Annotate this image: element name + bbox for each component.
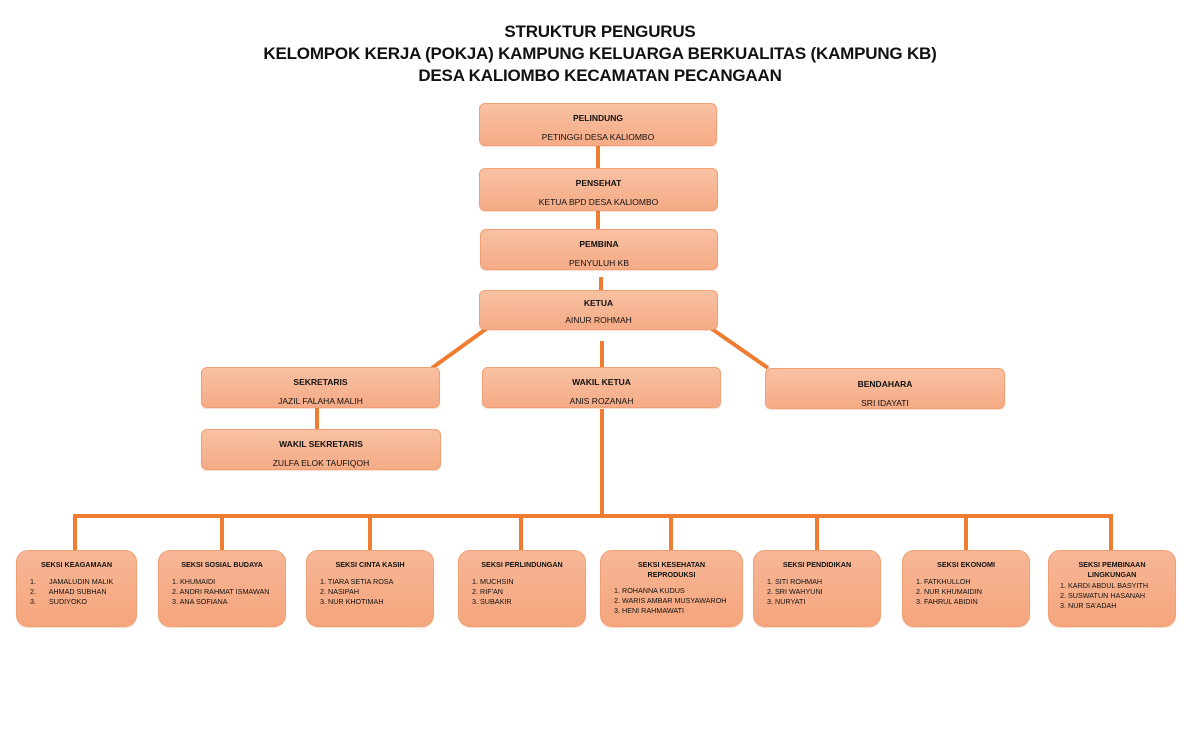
member-item: 2. SUSWATUN HASANAH	[1060, 591, 1146, 600]
member-list: 1. KHUMAIDI 2. ANDRI RAHMAT ISMAWAN 3. A…	[159, 577, 285, 607]
wakil-ketua-box: WAKIL KETUA ANIS ROZANAH	[482, 367, 721, 408]
member-item: 1. KHUMAIDI	[172, 577, 216, 586]
member-item: 1. SITI ROHMAH	[767, 577, 823, 586]
member-list: 1. FATKHULLOH 2. NUR KHUMAIDIN 3. FAHRUL…	[903, 577, 1029, 607]
member-item: 1. ROHANNA KUDUS	[614, 586, 685, 595]
member-item: 2. AHMAD SUBHAN	[30, 587, 107, 596]
member-item: 1. MUCHSIN	[472, 577, 514, 586]
member-list: 1. ROHANNA KUDUS 2. WARIS AMBAR MUSYAWAR…	[601, 586, 742, 616]
seksi-cinta-kasih: SEKSI CINTA KASIH 1. TIARA SETIA ROSA 2.…	[306, 550, 434, 627]
sekretaris-box: SEKRETARIS JAZIL FALAHA MALIH	[201, 367, 440, 408]
ketua-role: KETUA	[583, 298, 614, 308]
member-list: 1. TIARA SETIA ROSA 2. NASIPAH 3. NUR KH…	[307, 577, 433, 607]
seksi-keagamaan: SEKSI KEAGAMAAN 1. JAMALUDIN MALIK 2. AH…	[16, 550, 137, 627]
chart-title: STRUKTUR PENGURUS	[504, 22, 696, 41]
wakil-sekretaris-role: WAKIL SEKRETARIS	[279, 439, 363, 449]
bendahara-box: BENDAHARA SRI IDAYATI	[765, 368, 1005, 409]
member-item: 1. FATKHULLOH	[916, 577, 971, 586]
member-item: 1. KARDI ABDUL BASYITH	[1060, 581, 1149, 590]
member-item: 3. NUR KHOTIMAH	[320, 597, 384, 606]
ketua-box: KETUA AINUR ROHMAH	[479, 290, 718, 330]
chart-subtitle: KELOMPOK KERJA (POKJA) KAMPUNG KELUARGA …	[263, 44, 937, 63]
connector-section-bus	[73, 514, 1113, 552]
pelindung-name: PETINGGI DESA KALIOMBO	[541, 132, 655, 142]
sekretaris-role: SEKRETARIS	[293, 377, 348, 387]
member-list: 1. SITI ROHMAH 2. SRI WAHYUNI 3. NURYATI	[754, 577, 880, 607]
member-item: 2. ANDRI RAHMAT ISMAWAN	[172, 587, 270, 596]
seksi-title: SEKSI PEMBINAAN LINGKUNGAN	[1078, 560, 1146, 579]
sekretaris-name: JAZIL FALAHA MALIH	[278, 396, 363, 406]
seksi-title: SEKSI SOSIAL BUDAYA	[181, 560, 263, 569]
seksi-title: SEKSI EKONOMI	[937, 560, 995, 569]
seksi-title: SEKSI KEAGAMAAN	[40, 560, 113, 569]
pembina-name: PENYULUH KB	[569, 258, 629, 268]
pembina-box: PEMBINA PENYULUH KB	[480, 229, 718, 270]
pensehat-name: KETUA BPD DESA KALIOMBO	[538, 197, 659, 207]
member-item: 3. ANA SOFIANA	[172, 597, 228, 606]
connector-ketua-sekretaris	[430, 327, 488, 370]
member-item: 1. JAMALUDIN MALIK	[30, 577, 114, 586]
seksi-perlindungan: SEKSI PERLINDUNGAN 1. MUCHSIN 2. RIF'AN …	[458, 550, 586, 627]
member-list: 1. MUCHSIN 2. RIF'AN 3. SUBAKIR	[459, 577, 585, 607]
member-item: 2. NUR KHUMAIDIN	[916, 587, 982, 596]
member-item: 3. SUDIYOKO	[30, 597, 87, 606]
pembina-role: PEMBINA	[579, 239, 619, 249]
member-item: 1. TIARA SETIA ROSA	[320, 577, 394, 586]
connector-ketua-bendahara	[710, 327, 770, 370]
seksi-pendidikan: SEKSI PENDIDIKAN 1. SITI ROHMAH 2. SRI W…	[753, 550, 881, 627]
chart-location: DESA KALIOMBO KECAMATAN PECANGAAN	[418, 66, 782, 85]
wakil-sekretaris-box: WAKIL SEKRETARIS ZULFA ELOK TAUFIQOH	[201, 429, 441, 470]
pelindung-role: PELINDUNG	[572, 113, 624, 123]
seksi-title: SEKSI PENDIDIKAN	[782, 560, 852, 569]
pensehat-role: PENSEHAT	[575, 178, 622, 188]
pensehat-box: PENSEHAT KETUA BPD DESA KALIOMBO	[479, 168, 718, 211]
member-item: 3. SUBAKIR	[472, 597, 512, 606]
member-item: 3. NUR SA'ADAH	[1060, 601, 1117, 610]
wakil-ketua-role: WAKIL KETUA	[572, 377, 631, 387]
bendahara-role: BENDAHARA	[857, 379, 913, 389]
seksi-title: SEKSI PERLINDUNGAN	[481, 560, 563, 569]
seksi-sosial-budaya: SEKSI SOSIAL BUDAYA 1. KHUMAIDI 2. ANDRI…	[158, 550, 286, 627]
member-item: 3. FAHRUL ABIDIN	[916, 597, 978, 606]
member-list: 1. KARDI ABDUL BASYITH 2. SUSWATUN HASAN…	[1049, 581, 1175, 611]
seksi-kesehatan-reproduksi: SEKSI KESEHATAN REPRODUKSI 1. ROHANNA KU…	[600, 550, 743, 627]
ketua-name: AINUR ROHMAH	[565, 315, 632, 325]
seksi-pembinaan-lingkungan: SEKSI PEMBINAAN LINGKUNGAN 1. KARDI ABDU…	[1048, 550, 1176, 627]
seksi-title: SEKSI CINTA KASIH	[335, 560, 405, 569]
member-item: 3. NURYATI	[767, 597, 806, 606]
bendahara-name: SRI IDAYATI	[861, 398, 909, 408]
seksi-ekonomi: SEKSI EKONOMI 1. FATKHULLOH 2. NUR KHUMA…	[902, 550, 1030, 627]
member-item: 2. RIF'AN	[472, 587, 503, 596]
member-item: 3. HENI RAHMAWATI	[614, 606, 685, 615]
wakil-sekretaris-name: ZULFA ELOK TAUFIQOH	[272, 458, 370, 468]
member-item: 2. NASIPAH	[320, 587, 360, 596]
member-item: 2. SRI WAHYUNI	[767, 587, 823, 596]
member-list: 1. JAMALUDIN MALIK 2. AHMAD SUBHAN 3. SU…	[17, 577, 136, 607]
wakil-ketua-name: ANIS ROZANAH	[569, 396, 634, 406]
seksi-title: SEKSI KESEHATAN REPRODUKSI	[637, 560, 706, 579]
pelindung-box: PELINDUNG PETINGGI DESA KALIOMBO	[479, 103, 717, 146]
member-item: 2. WARIS AMBAR MUSYAWAROH	[614, 596, 727, 605]
